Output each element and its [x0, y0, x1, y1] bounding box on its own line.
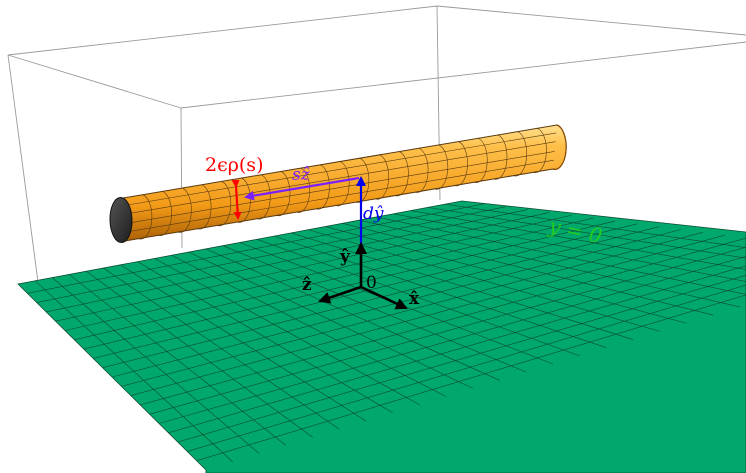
axial-label: sẑ: [292, 165, 311, 185]
tube-ring-line: [276, 171, 291, 217]
origin-label: 0: [366, 273, 377, 293]
plane-grid-line: [376, 216, 746, 295]
plane-grid-line: [256, 239, 580, 357]
tube-ring-line: [138, 194, 153, 240]
plane-grid-line: [69, 274, 287, 446]
tube-ring-line: [395, 151, 409, 197]
plane-grid-line: [274, 235, 607, 348]
plane-grid-line: [120, 264, 367, 422]
tube-ring-line: [316, 164, 330, 210]
tube-ring-line: [454, 141, 468, 187]
plane-grid-line: [103, 267, 340, 430]
tube-ring-line: [434, 144, 449, 190]
tube-ring-line: [335, 161, 350, 207]
tube-left-cap: [109, 197, 133, 243]
tube-ring-line: [296, 167, 311, 213]
plane-grid-line: [205, 248, 500, 381]
tube-ring-line: [414, 147, 429, 193]
ground-plane: [17, 200, 746, 473]
bounding-box: [7, 5, 746, 283]
plane-grid-line: [291, 232, 634, 340]
plane-grid-line: [410, 210, 746, 270]
height-label: dŷ: [363, 204, 384, 224]
plane-grid-line: [325, 226, 687, 324]
x-axis-label: x̂: [409, 289, 420, 309]
plane-grid-line: [427, 207, 746, 259]
tube-ring-line: [237, 177, 251, 223]
tube-cylinder: [109, 124, 567, 243]
plane-grid-line: [359, 219, 740, 308]
plane-grid-line: [34, 280, 233, 463]
tube-ring-line: [256, 174, 271, 220]
plane-grid-line: [444, 203, 746, 249]
tube-grid-line: [120, 151, 555, 225]
plane-grid-line: [171, 255, 447, 397]
tube-ring-line: [473, 137, 488, 183]
plane-grid-line: [342, 223, 714, 316]
plane-grid-line: [86, 270, 313, 438]
plane-grid-line: [51, 277, 260, 454]
tube-ring-line: [158, 191, 172, 237]
x-axis-arrow: [360, 285, 408, 310]
tube-ring-line: [178, 187, 192, 233]
diameter-label: 2ϵρ(s): [205, 154, 263, 176]
plane-grid-line: [137, 261, 393, 414]
axial-arrow: [244, 176, 360, 201]
plane-grid-line: [154, 258, 420, 406]
plane-grid-line: [393, 213, 746, 282]
z-axis-label: ẑ: [302, 275, 312, 295]
tube-ring-line: [197, 184, 212, 230]
tube-ring-line: [493, 134, 508, 180]
tube-right-end: [552, 124, 567, 170]
tube-ring-line: [533, 128, 547, 173]
plane-grid-line: [222, 245, 527, 373]
tube-grid-line: [119, 159, 554, 234]
z-axis-arrow: [318, 285, 362, 304]
tube-ring-line: [513, 131, 528, 177]
tube-ring-line: [217, 181, 232, 227]
tube-ring-line: [375, 154, 389, 200]
diameter-arrow: [231, 179, 242, 220]
y-axis-label: ŷ: [339, 247, 351, 267]
tube-grid-line: [121, 141, 556, 216]
plane-grid-line: [188, 251, 474, 389]
tube-grid-line: [122, 132, 557, 207]
